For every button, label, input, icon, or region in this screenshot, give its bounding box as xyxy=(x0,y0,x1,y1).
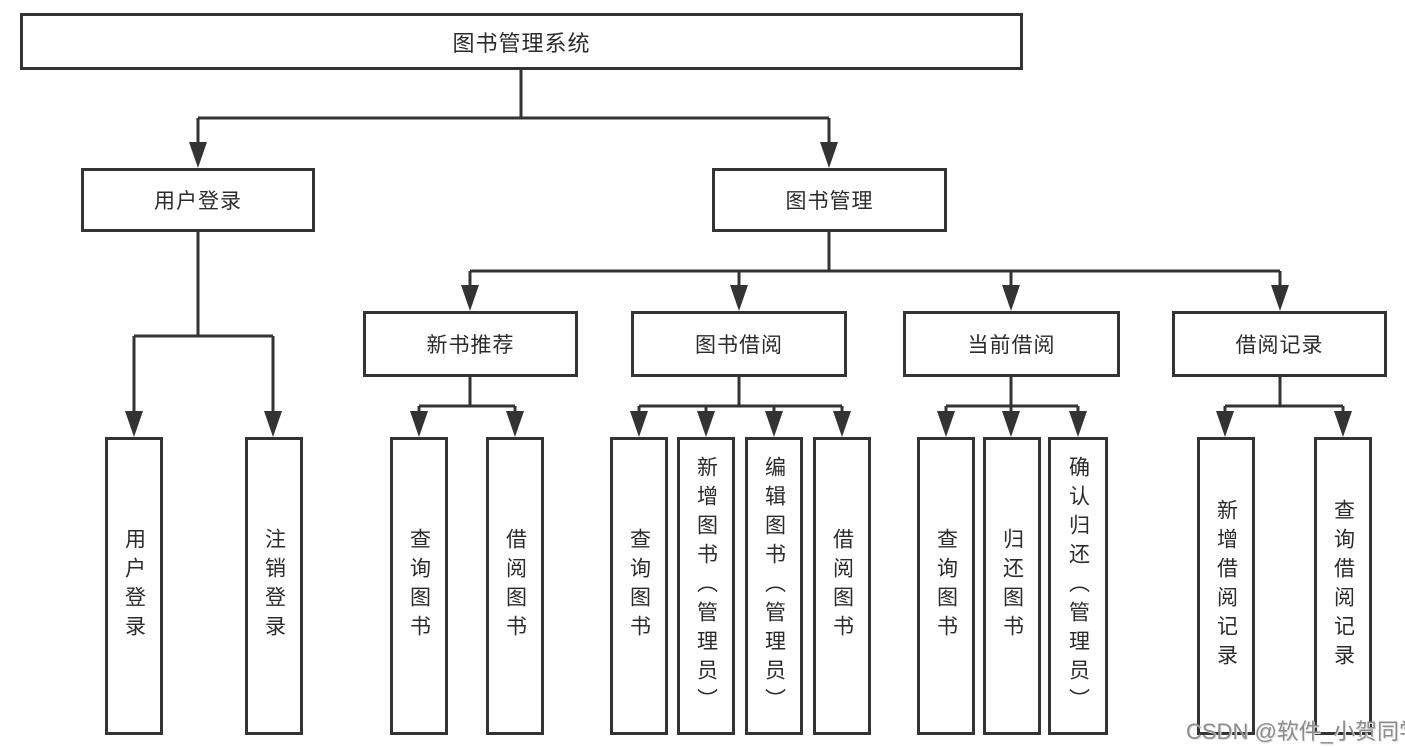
arrowhead xyxy=(630,411,648,437)
node-label: 查询借阅记录 xyxy=(1331,499,1355,673)
node-label: 注销登录 xyxy=(262,528,286,644)
node-root: 图书管理系统 xyxy=(20,13,1023,70)
leaf-query-books-borrowing: 查询图书 xyxy=(610,437,668,735)
arrowhead xyxy=(1069,411,1087,437)
arrowhead xyxy=(1002,411,1020,437)
leaf-query-books-current: 查询图书 xyxy=(917,437,975,735)
node-label: 图书管理 xyxy=(785,190,874,213)
connector-borrow-records-children xyxy=(1216,377,1352,437)
leaf-user-login: 用户登录 xyxy=(105,437,163,735)
arrowhead xyxy=(1334,411,1352,437)
node-label: 新增借阅记录 xyxy=(1214,499,1238,673)
connector-user-login-children xyxy=(125,232,282,437)
leaf-borrow-books-borrowing: 借阅图书 xyxy=(813,437,871,735)
node-current-borrowing: 当前借阅 xyxy=(903,311,1120,377)
arrowhead xyxy=(697,411,715,437)
arrowhead xyxy=(189,142,207,168)
node-user-login: 用户登录 xyxy=(81,168,315,232)
node-new-book-recommend: 新书推荐 xyxy=(363,311,578,377)
leaf-add-borrow-record: 新增借阅记录 xyxy=(1197,437,1255,735)
node-borrowing-records: 借阅记录 xyxy=(1172,311,1387,377)
node-book-borrowing: 图书借阅 xyxy=(631,311,847,377)
node-label: 用户登录 xyxy=(154,190,242,213)
leaf-confirm-return-admin: 确认归还（管理员） xyxy=(1048,437,1108,735)
node-label: 新书推荐 xyxy=(426,334,515,357)
arrowhead xyxy=(410,411,428,437)
arrowhead xyxy=(820,142,838,168)
arrowhead xyxy=(765,411,783,437)
connector-book-borrow-children xyxy=(630,377,851,437)
arrowhead xyxy=(506,411,524,437)
node-label: 编辑图书（管理员） xyxy=(762,455,786,717)
arrowhead xyxy=(264,411,282,437)
node-label: 归还图书 xyxy=(1000,528,1024,644)
arrowhead xyxy=(461,285,479,311)
arrowhead xyxy=(730,285,748,311)
node-label: 用户登录 xyxy=(122,528,146,644)
node-label: 查询图书 xyxy=(627,528,651,644)
node-label: 图书管理系统 xyxy=(452,30,591,56)
arrowhead xyxy=(833,411,851,437)
arrowhead xyxy=(937,411,955,437)
node-label: 新增图书（管理员） xyxy=(694,455,718,717)
csdn-watermark: CSDN @软件_小贺同学 xyxy=(1186,719,1405,744)
arrowhead xyxy=(1216,411,1234,437)
leaf-logout: 注销登录 xyxy=(245,437,303,735)
leaf-add-book-admin: 新增图书（管理员） xyxy=(677,437,735,735)
leaf-query-borrow-record: 查询借阅记录 xyxy=(1314,437,1372,735)
leaf-return-books: 归还图书 xyxy=(983,437,1041,735)
arrowhead xyxy=(1271,285,1289,311)
node-label: 图书借阅 xyxy=(695,334,783,357)
arrowhead xyxy=(125,411,143,437)
leaf-borrow-books-recommend: 借阅图书 xyxy=(486,437,544,735)
node-label: 当前借阅 xyxy=(967,334,1056,357)
arrowhead xyxy=(1002,285,1020,311)
connector-new-book-children xyxy=(410,377,524,437)
leaf-edit-book-admin: 编辑图书（管理员） xyxy=(745,437,803,735)
node-label: 借阅图书 xyxy=(830,528,854,644)
connector-current-borrow-children xyxy=(937,377,1087,437)
connector-root-to-level2 xyxy=(189,70,838,168)
connector-book-mgmt-level3 xyxy=(461,232,1289,311)
node-book-management: 图书管理 xyxy=(712,168,947,232)
node-label: 借阅记录 xyxy=(1235,334,1324,357)
node-label: 借阅图书 xyxy=(503,528,527,644)
node-label: 查询图书 xyxy=(934,528,958,644)
node-label: 确认归还（管理员） xyxy=(1066,455,1090,717)
leaf-query-books-recommend: 查询图书 xyxy=(390,437,448,735)
node-label: 查询图书 xyxy=(407,528,431,644)
